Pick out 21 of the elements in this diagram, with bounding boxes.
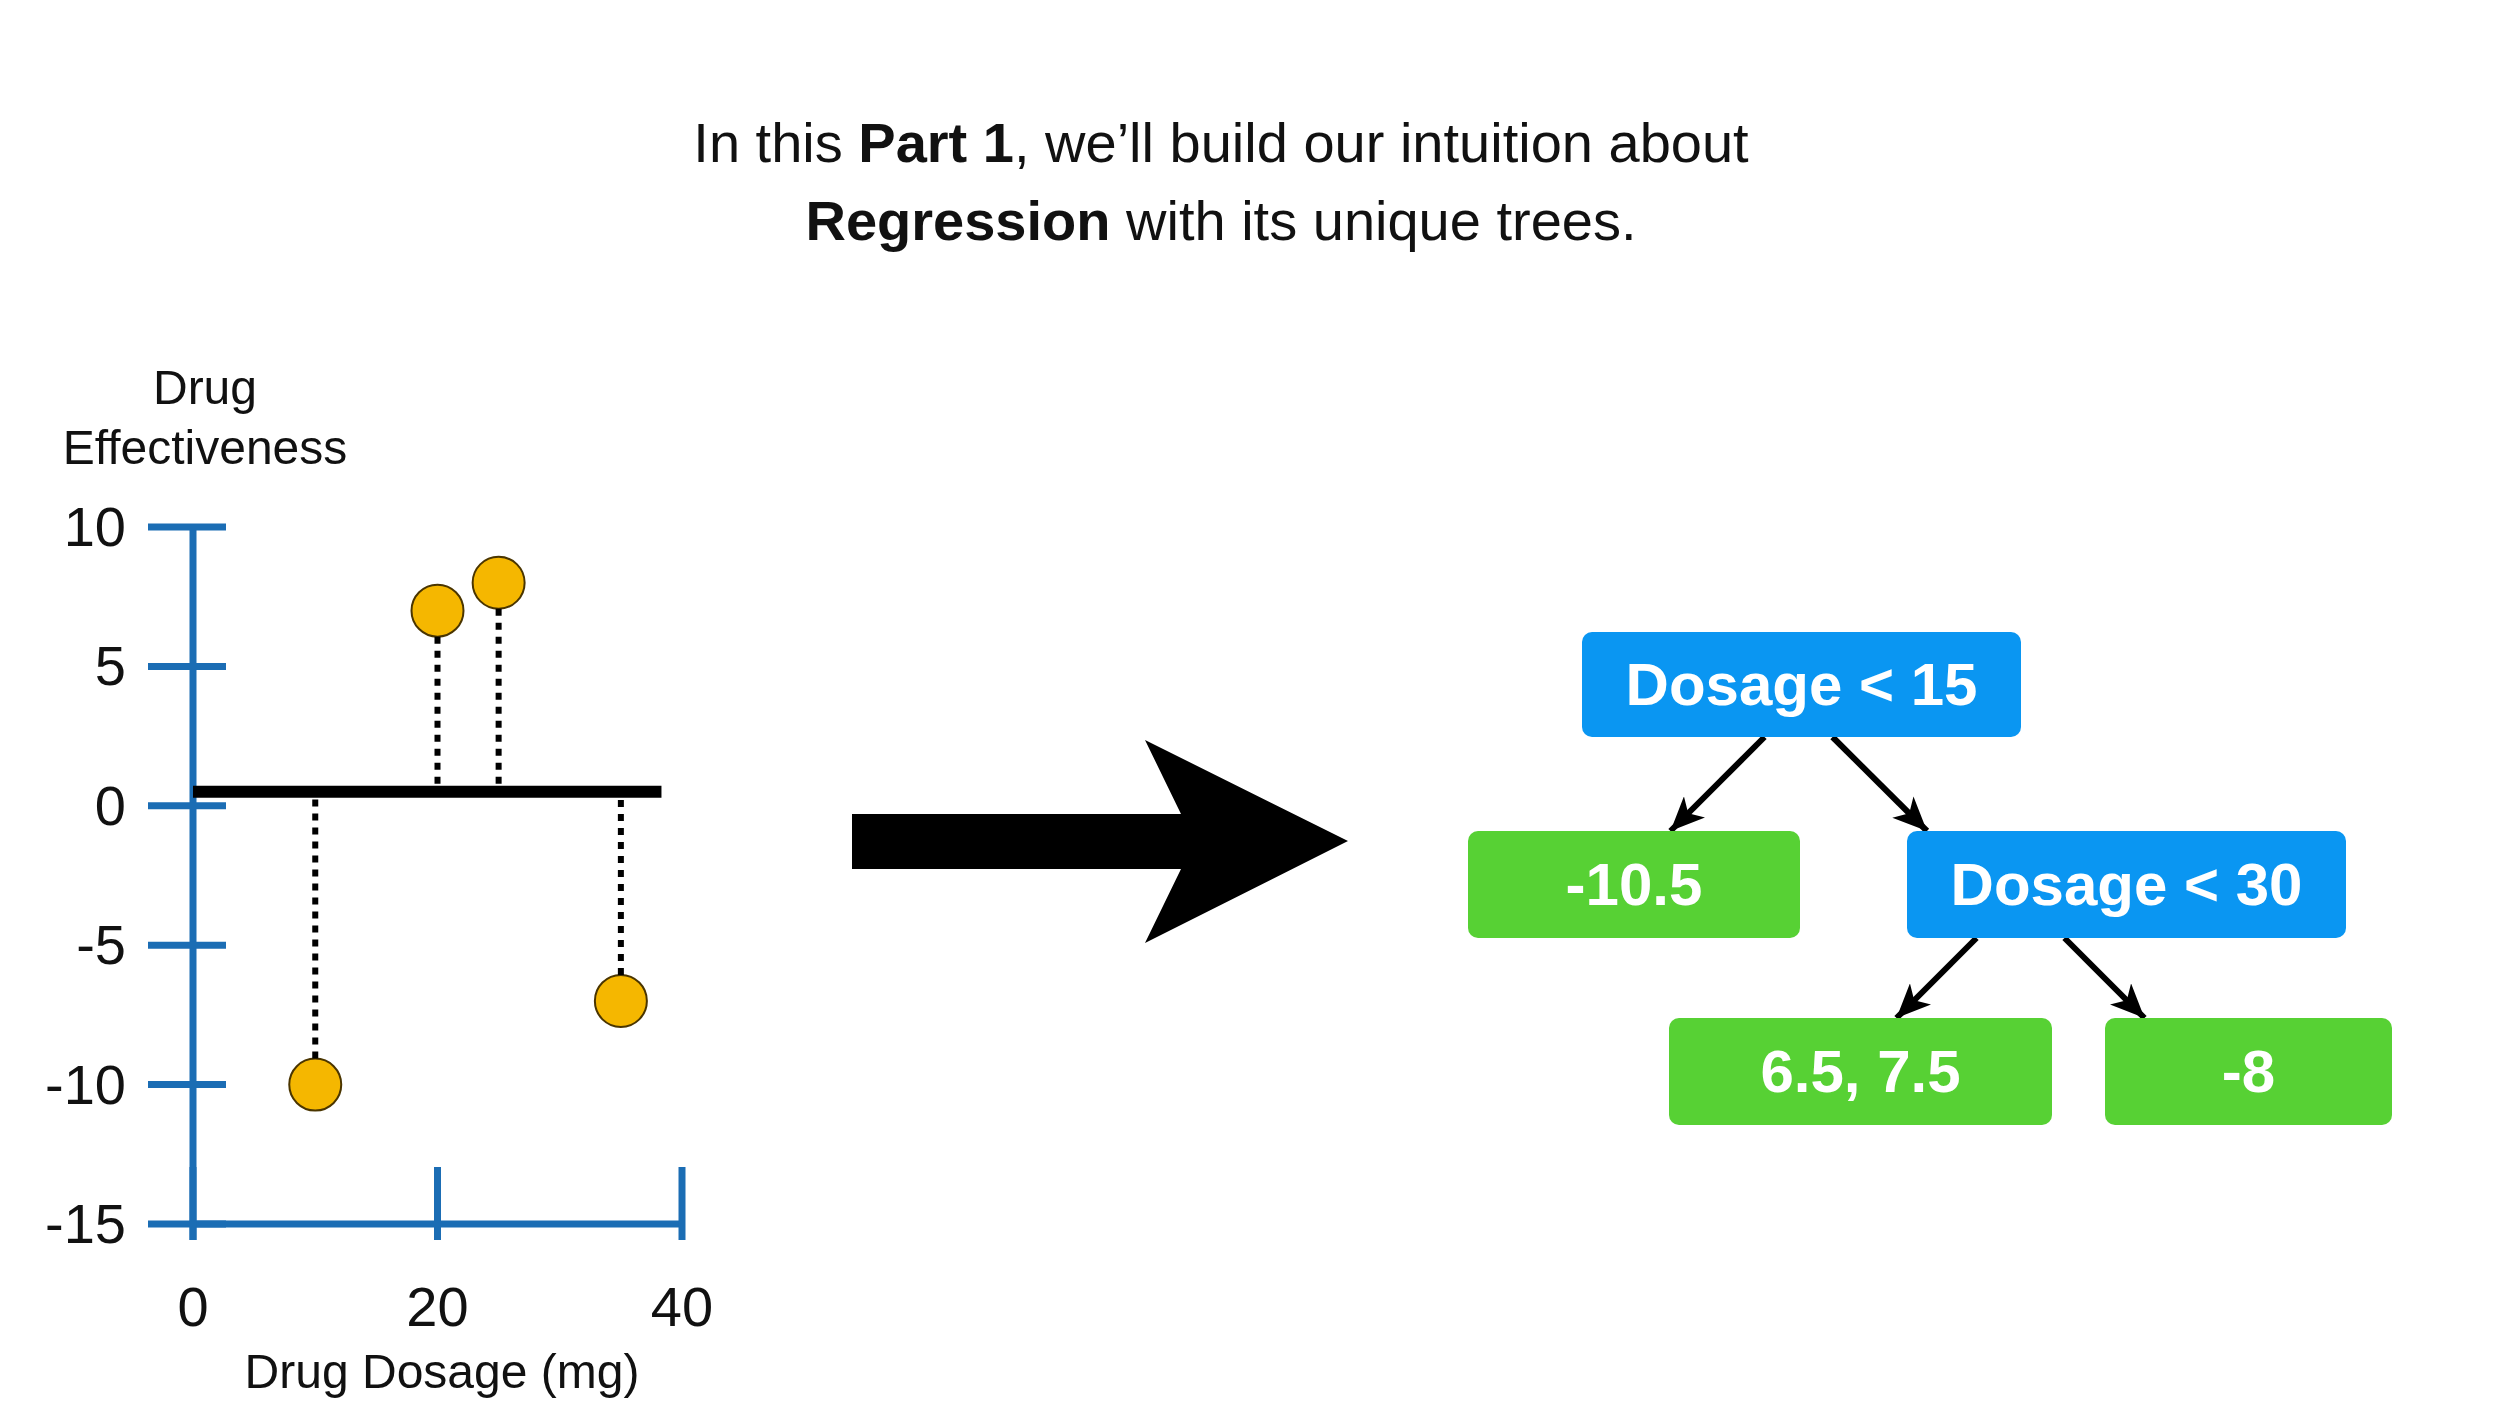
axis-title: Drug Effectiveness [61,360,349,476]
leaf-node: -8 [2105,1018,2392,1125]
tick-label: 5 [93,633,126,700]
tick-label: -5 [75,912,126,979]
tick-label: 0 [176,1274,210,1340]
tick-label: 0 [93,772,126,839]
title: In this Part 1, we’ll build our intuition about Regression with its unique trees. [692,110,1750,254]
tick-label: 40 [649,1274,715,1340]
tick-label: -15 [44,1191,126,1257]
axis-title: Drug Dosage (mg) [243,1344,641,1400]
arrow [1830,734,1930,834]
tick-label: 10 [62,494,126,560]
tick-label: -10 [44,1051,126,1118]
tick-label: 20 [405,1274,470,1340]
split-node: Dosage < 30 [1907,831,2346,938]
leaf-node: -10.5 [1468,831,1800,938]
arrow [1668,734,1767,834]
arrow [1894,935,1979,1021]
leaf-node: 6.5, 7.5 [1669,1018,2052,1125]
arrow [2062,935,2147,1021]
split-node: Dosage < 15 [1582,632,2021,737]
